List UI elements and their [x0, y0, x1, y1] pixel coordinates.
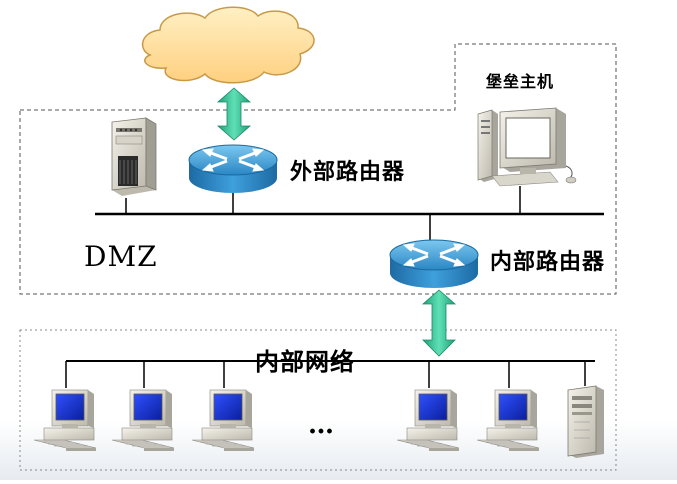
ellipsis-label: … — [308, 410, 336, 440]
dmz-label: DMZ — [84, 240, 158, 273]
floor-background — [0, 420, 677, 480]
internet-link-arrow-icon — [216, 87, 252, 141]
dmz-boundary — [19, 43, 617, 295]
internal-link-arrow-icon — [421, 289, 457, 357]
external-router-label: 外部路由器 — [290, 160, 406, 185]
bastion-host-label: 堡垒主机 — [486, 72, 555, 91]
internal-router-icon — [388, 238, 480, 290]
internet-cloud-icon — [141, 6, 315, 84]
internal-network-boundary — [19, 329, 617, 471]
internal-router-label: 内部路由器 — [490, 250, 606, 275]
internal-network-label: 内部网络 — [255, 348, 355, 376]
external-router-icon — [187, 143, 279, 195]
lan-server-icon — [567, 385, 604, 458]
dmz-server-icon — [111, 117, 157, 196]
bastion-host-icon — [477, 107, 577, 187]
